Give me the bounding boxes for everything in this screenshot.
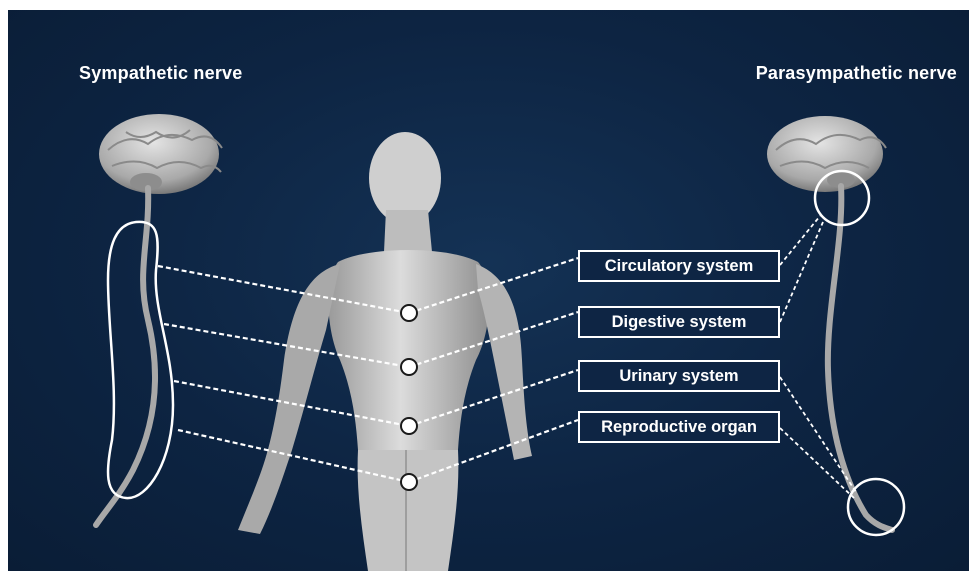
urinary-system-label: Urinary system bbox=[578, 360, 780, 392]
reproductive-marker bbox=[401, 474, 417, 490]
right-brain bbox=[767, 116, 886, 192]
urinary-marker bbox=[401, 418, 417, 434]
left-brain bbox=[99, 114, 222, 194]
reproductive-organ-label: Reproductive organ bbox=[578, 411, 780, 443]
diagram-graphics bbox=[8, 10, 969, 571]
circulatory-system-label: Circulatory system bbox=[578, 250, 780, 282]
circulatory-marker bbox=[401, 305, 417, 321]
human-figure bbox=[238, 132, 532, 571]
parasympathetic-nerve-title: Parasympathetic nerve bbox=[756, 63, 957, 84]
sympathetic-nerve-title: Sympathetic nerve bbox=[79, 63, 242, 84]
diagram-canvas: Sympathetic nerve Parasympathetic nerve … bbox=[8, 10, 969, 571]
digestive-system-label: Digestive system bbox=[578, 306, 780, 338]
parasympathetic-connectors bbox=[780, 216, 856, 498]
right-spinal-cord bbox=[828, 186, 892, 530]
digestive-marker bbox=[401, 359, 417, 375]
left-spinal-cord bbox=[96, 188, 155, 525]
